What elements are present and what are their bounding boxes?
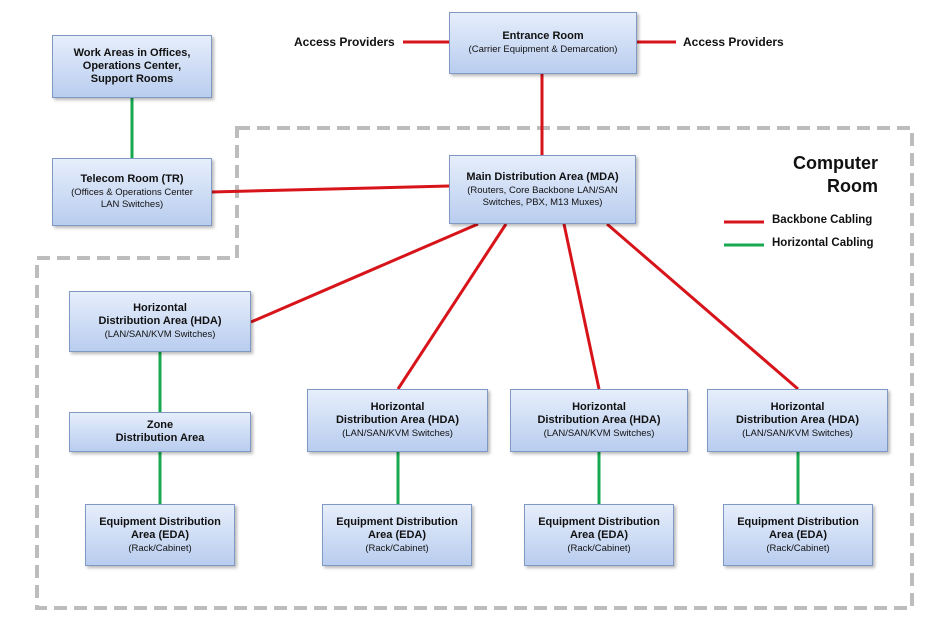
node-subtitle: (Rack/Cabinet) bbox=[128, 542, 192, 554]
node-title: Entrance Room bbox=[502, 30, 584, 42]
access-providers-left-label: Access Providers bbox=[294, 35, 395, 49]
connector-mda-hda1 bbox=[250, 222, 479, 324]
legend-horizontal-label: Horizontal Cabling bbox=[772, 237, 874, 249]
hda-node-1: Horizontal Distribution Area (HDA) (LAN/… bbox=[69, 291, 251, 352]
node-title: Horizontal Distribution Area (HDA) bbox=[537, 401, 661, 426]
node-subtitle: (Carrier Equipment & Demarcation) bbox=[468, 44, 618, 55]
node-title: Equipment Distribution Area (EDA) bbox=[336, 515, 458, 541]
computer-room-label: Computer Room bbox=[793, 153, 878, 196]
node-title: Zone Distribution Area bbox=[115, 419, 205, 444]
node-title: Equipment Distribution Area (EDA) bbox=[538, 515, 660, 541]
telecom-room-node: Telecom Room (TR) (Offices & Operations … bbox=[52, 158, 212, 226]
node-title: Equipment Distribution Area (EDA) bbox=[737, 515, 859, 541]
node-subtitle: (Rack/Cabinet) bbox=[567, 542, 631, 554]
hda-node-2: Horizontal Distribution Area (HDA) (LAN/… bbox=[307, 389, 488, 452]
eda-node-2: Equipment Distribution Area (EDA) (Rack/… bbox=[322, 504, 472, 566]
node-subtitle: (Offices & Operations Center LAN Switche… bbox=[71, 187, 193, 210]
node-title: Horizontal Distribution Area (HDA) bbox=[735, 401, 860, 426]
node-subtitle: (Routers, Core Backbone LAN/SAN Switches… bbox=[467, 184, 618, 208]
node-title: Horizontal Distribution Area (HDA) bbox=[335, 401, 460, 426]
eda-node-4: Equipment Distribution Area (EDA) (Rack/… bbox=[723, 504, 873, 566]
hda-node-3: Horizontal Distribution Area (HDA) (LAN/… bbox=[510, 389, 688, 452]
node-subtitle: (LAN/SAN/KVM Switches) bbox=[543, 428, 655, 439]
node-title: Horizontal Distribution Area (HDA) bbox=[98, 302, 222, 327]
connector-mda-hda3 bbox=[562, 223, 601, 390]
connector-telecom-mda bbox=[211, 184, 450, 194]
zone-distribution-area-node: Zone Distribution Area bbox=[69, 412, 251, 452]
connector-mda-hda4 bbox=[606, 222, 799, 391]
node-title: Equipment Distribution Area (EDA) bbox=[99, 515, 221, 541]
work-areas-node: Work Areas in Offices, Operations Center… bbox=[52, 35, 212, 98]
node-title: Work Areas in Offices, Operations Center… bbox=[73, 47, 191, 85]
eda-node-1: Equipment Distribution Area (EDA) (Rack/… bbox=[85, 504, 235, 566]
node-subtitle: (Rack/Cabinet) bbox=[766, 542, 830, 554]
connector-mda-hda2 bbox=[396, 223, 508, 390]
node-subtitle: (LAN/SAN/KVM Switches) bbox=[104, 329, 216, 340]
legend-backbone-label: Backbone Cabling bbox=[772, 214, 873, 226]
node-subtitle: (Rack/Cabinet) bbox=[365, 542, 429, 554]
node-title: Main Distribution Area (MDA) bbox=[466, 170, 619, 183]
node-title: Telecom Room (TR) bbox=[80, 173, 184, 185]
node-subtitle: (LAN/SAN/KVM Switches) bbox=[342, 428, 453, 439]
node-subtitle: (LAN/SAN/KVM Switches) bbox=[742, 428, 853, 439]
hda-node-4: Horizontal Distribution Area (HDA) (LAN/… bbox=[707, 389, 888, 452]
eda-node-3: Equipment Distribution Area (EDA) (Rack/… bbox=[524, 504, 674, 566]
entrance-room-node: Entrance Room (Carrier Equipment & Demar… bbox=[449, 12, 637, 74]
access-providers-right-label: Access Providers bbox=[683, 35, 784, 49]
computer-room-boundary bbox=[35, 126, 914, 610]
main-distribution-area-node: Main Distribution Area (MDA) (Routers, C… bbox=[449, 155, 636, 224]
